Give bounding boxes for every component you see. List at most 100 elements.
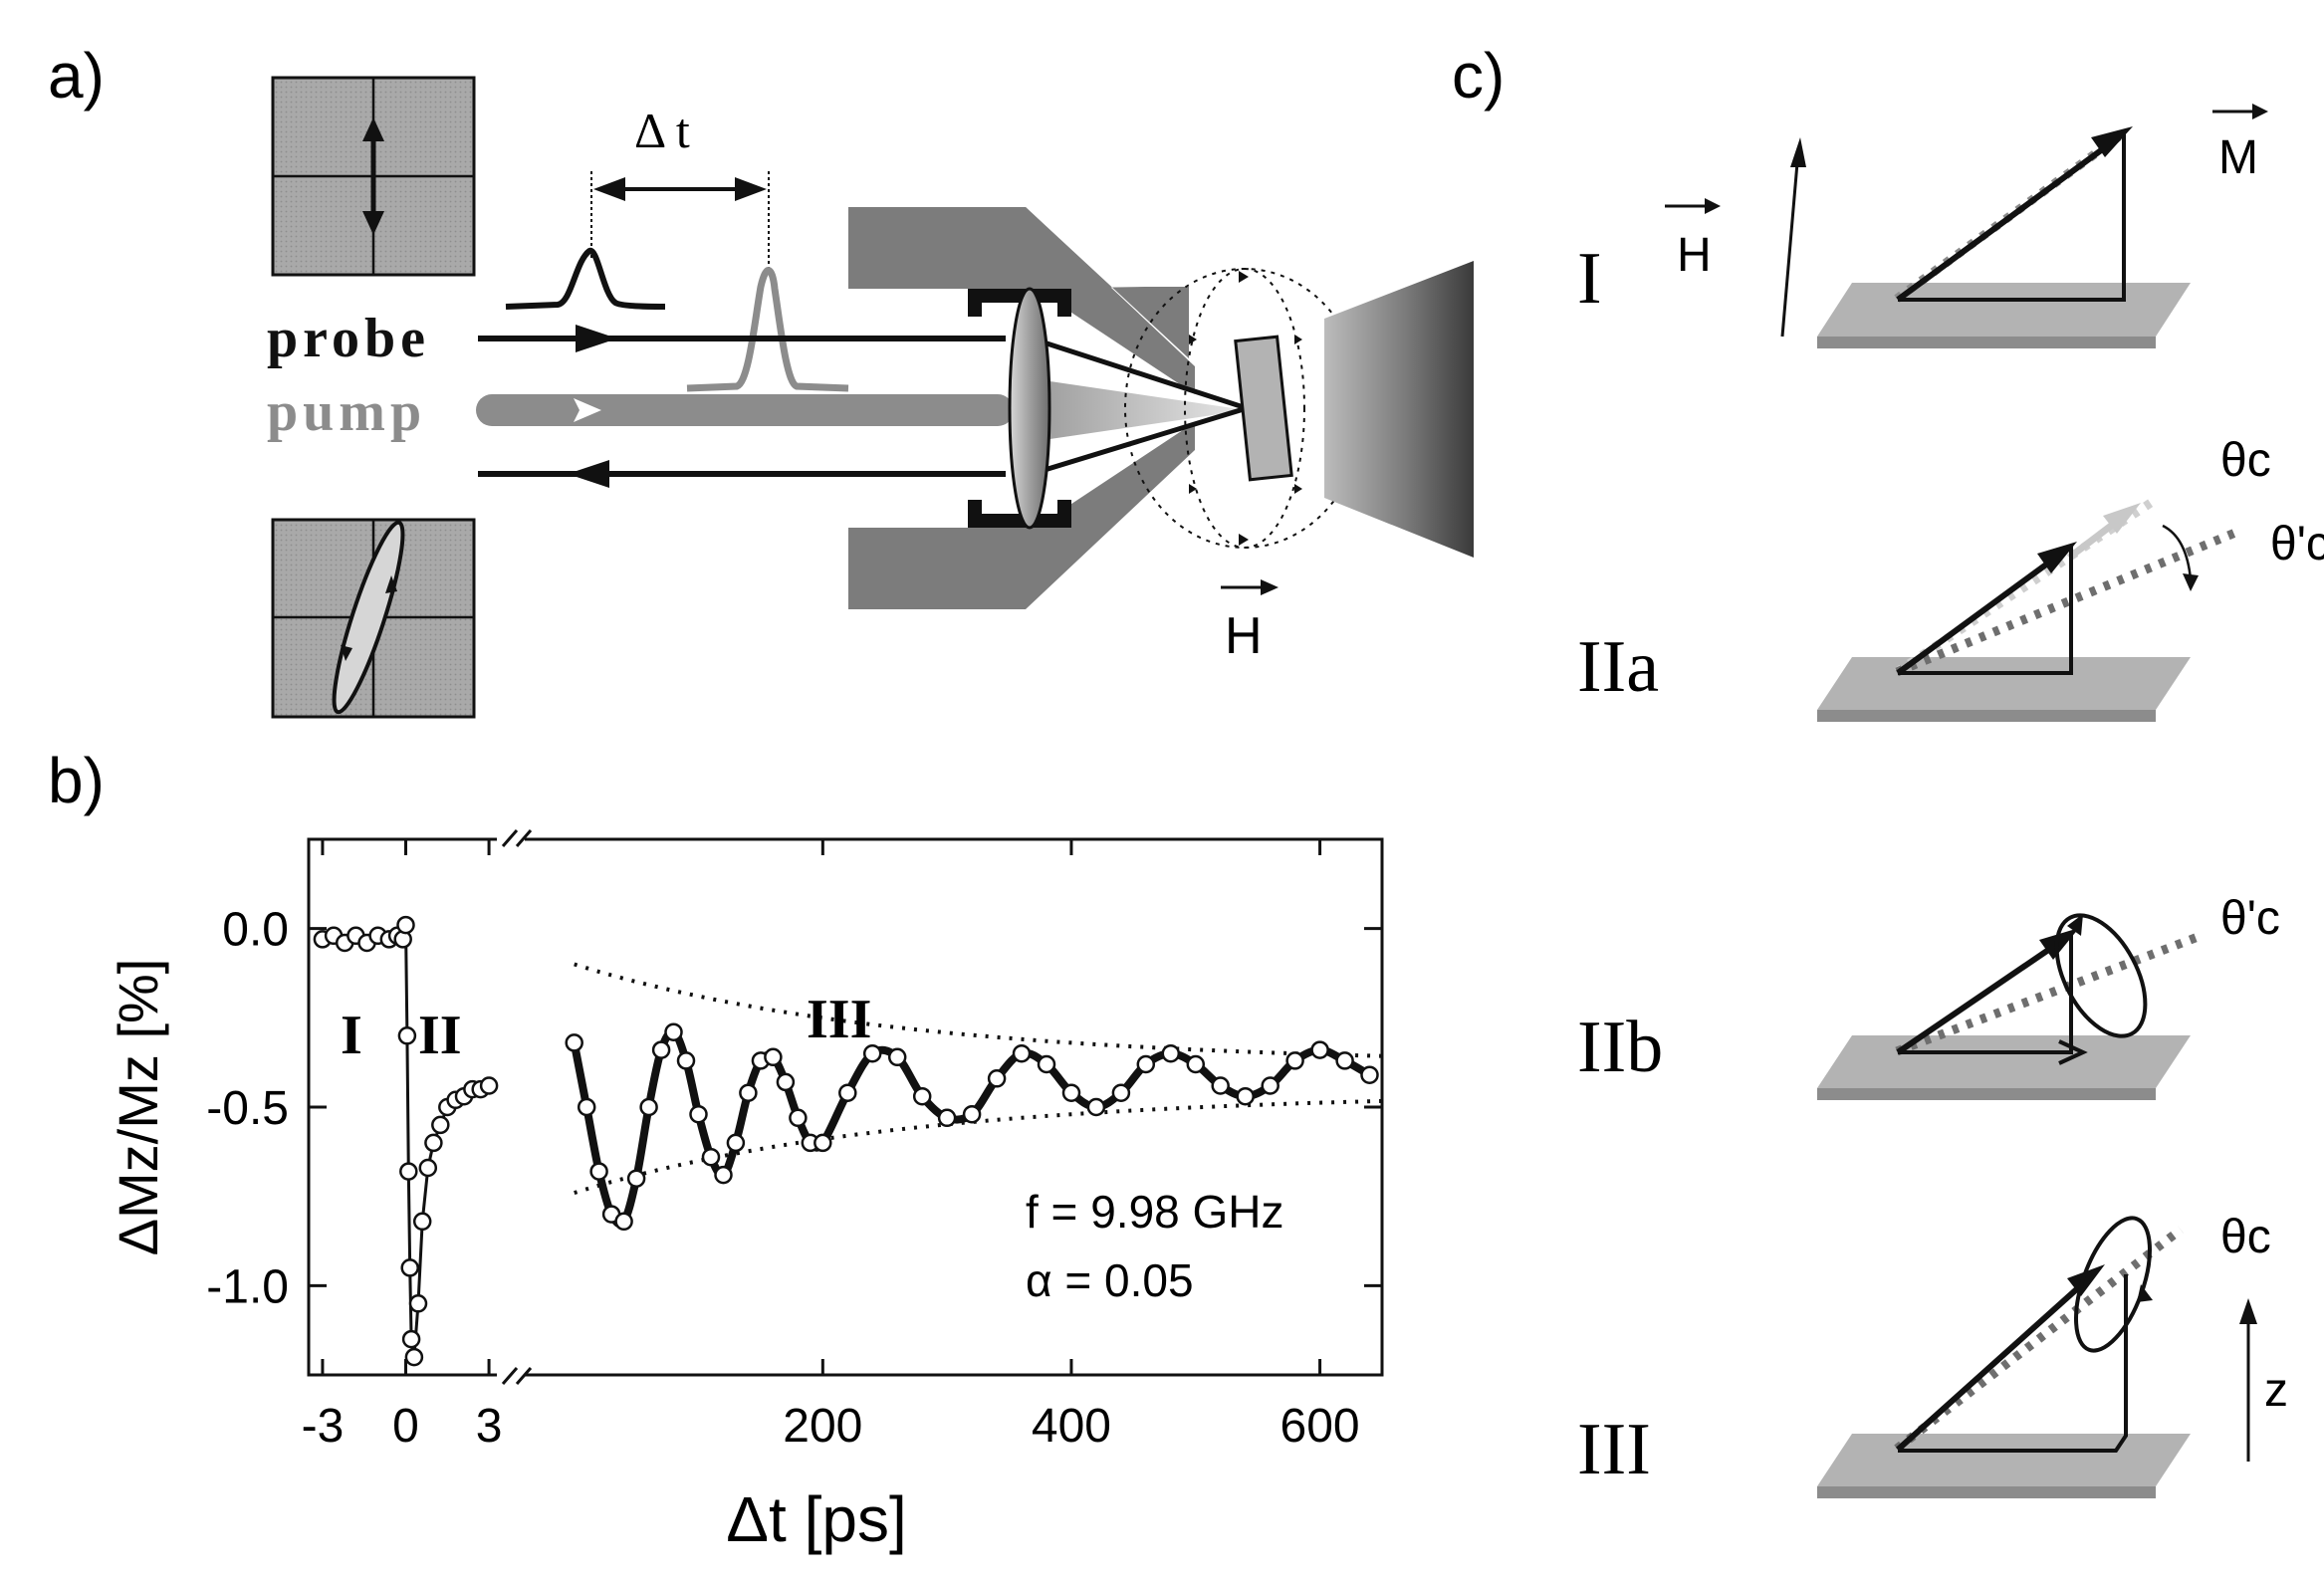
data-point: [424, 1133, 443, 1153]
data-point: [664, 1022, 683, 1041]
panel-label-c: c): [1452, 40, 1505, 112]
y-tick-label: 0.0: [222, 904, 289, 957]
data-point: [431, 1115, 450, 1135]
frequency-annotation: f = 9.98 GHz: [1026, 1186, 1284, 1238]
data-point: [701, 1147, 721, 1167]
delta-t-label: Δ t: [634, 103, 690, 158]
data-point: [838, 1083, 857, 1102]
data-point: [479, 1076, 499, 1095]
data-point: [397, 1026, 417, 1045]
x-tick-label: 200: [783, 1400, 862, 1453]
data-point: [937, 1108, 957, 1128]
data-point: [399, 1162, 418, 1181]
data-point: [912, 1086, 932, 1106]
arrow-down-icon: [362, 211, 384, 235]
panel-label-b: b): [48, 745, 105, 816]
x-tick-label: 600: [1280, 1400, 1360, 1453]
data-point: [1061, 1083, 1081, 1102]
data-point: [813, 1133, 832, 1153]
data-point: [764, 1047, 783, 1067]
y-tick-label: -1.0: [206, 1260, 289, 1313]
data-point: [887, 1047, 907, 1067]
damping-annotation: α = 0.05: [1026, 1254, 1194, 1306]
data-point: [1136, 1054, 1156, 1074]
data-point: [577, 1097, 596, 1117]
data-point: [1310, 1040, 1329, 1059]
data-point: [408, 1294, 428, 1313]
pump-beam: [476, 394, 1014, 426]
plot-frame: [307, 837, 1384, 1377]
data-point: [789, 1108, 808, 1128]
stage-iii-angle-c: θc: [2220, 1211, 2271, 1263]
stage-iii: III z θc: [1577, 1211, 2288, 1498]
data-point: [676, 1051, 696, 1070]
y-tick-label: -0.5: [206, 1082, 289, 1135]
data-point: [1335, 1051, 1354, 1070]
data-point: [404, 1347, 424, 1367]
pump-pulse: [686, 267, 849, 392]
field-arrow-icon: [1790, 137, 1806, 167]
field-arrows: [1189, 271, 1302, 546]
data-point: [776, 1072, 796, 1092]
data-point: [862, 1043, 882, 1063]
data-point: [565, 1033, 583, 1052]
stage-iia-angle-c: θc: [2220, 434, 2271, 487]
magnet-pole: [1324, 261, 1474, 558]
data-point: [1186, 1054, 1206, 1074]
return-arrow-icon: [568, 460, 609, 488]
probe-arrow-icon: [576, 325, 617, 352]
stage-iii-axis-label: z: [2264, 1364, 2288, 1417]
stage-i-vector-label: M: [2218, 131, 2258, 184]
data-point: [689, 1104, 708, 1124]
panel-a: a) Δ t: [48, 40, 1474, 719]
pump-arrow-icon: [574, 398, 601, 422]
upper-envelope: [574, 962, 1383, 1058]
stage-iib-angle-cprime: θ'c: [2220, 892, 2280, 945]
stage-label-iii: III: [1577, 1409, 1651, 1490]
polarization-grid-top: [271, 76, 476, 277]
data-point: [1161, 1043, 1181, 1063]
pump-cone: [1030, 378, 1247, 442]
data-point: [1211, 1076, 1230, 1095]
stage-iia-angle-cprime: θ'c: [2270, 518, 2324, 570]
data-point: [962, 1104, 982, 1124]
region-label-i: I: [341, 1005, 362, 1066]
x-axis-title: Δt [ps]: [726, 1483, 906, 1555]
data-point: [1037, 1054, 1056, 1074]
y-axis-title: ΔMz/Mz [%]: [107, 959, 169, 1256]
data-point: [1285, 1051, 1304, 1070]
arrow-up-icon: [362, 117, 384, 141]
x-tick-label: -3: [302, 1400, 345, 1453]
data-point: [1111, 1083, 1131, 1102]
region-label-iii: III: [807, 989, 871, 1050]
data-point: [626, 1169, 646, 1188]
delta-t-annotation: Δ t: [590, 103, 770, 274]
data-point: [396, 915, 415, 935]
data-point: [651, 1040, 671, 1059]
data-point: [614, 1212, 633, 1232]
early-time-line: [322, 924, 490, 1358]
data-point: [1086, 1097, 1106, 1117]
data-point: [987, 1069, 1007, 1088]
x-tick-label: 3: [476, 1400, 503, 1453]
probe-pulse: [505, 248, 666, 310]
data-point: [412, 1212, 432, 1232]
data-point: [1236, 1086, 1255, 1106]
data-point: [401, 1329, 421, 1349]
polarization-grid-bottom: [271, 518, 476, 719]
stage-i-field-label: H: [1677, 229, 1712, 282]
objective-lens: [1008, 287, 1051, 530]
probe-label: probe: [267, 308, 430, 369]
data-point: [639, 1097, 658, 1117]
pump-label: pump: [267, 381, 426, 443]
tick-marks: [309, 839, 1382, 1375]
stage-label-iia: IIa: [1577, 626, 1659, 708]
x-tick-label: 0: [392, 1400, 419, 1453]
panel-c: c) I H M IIa: [1452, 40, 2324, 1498]
data-point: [1012, 1043, 1032, 1063]
stage-iia: IIa θc θ'c: [1577, 434, 2324, 722]
